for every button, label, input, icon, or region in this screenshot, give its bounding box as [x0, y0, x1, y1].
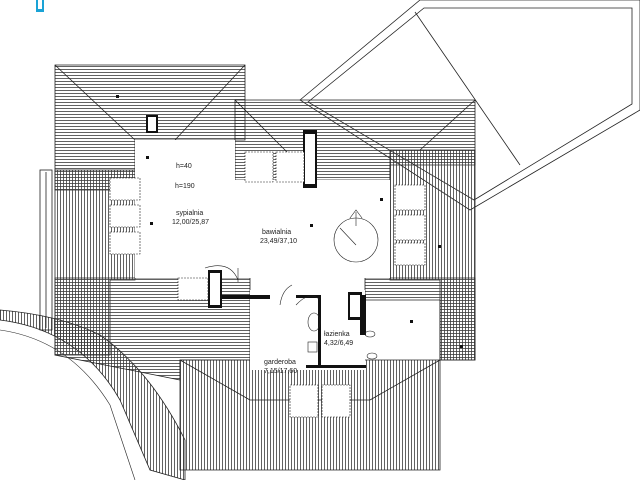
door-arc-icon — [204, 265, 321, 306]
interior-floor — [135, 140, 390, 370]
roof-slopes — [54, 64, 476, 471]
room-area-garderoba: 7,15/17,60 — [264, 368, 297, 375]
room-area-lazienka: 4,32/6,49 — [324, 340, 353, 347]
room-area-bawialnia: 23,49/37,10 — [260, 238, 297, 245]
height-mark-bottom: h=190 — [175, 183, 195, 190]
room-name-lazienka: łazienka — [324, 331, 350, 338]
brand-logo-icon — [36, 0, 44, 12]
radiator-icon — [146, 115, 362, 320]
room-name-sypialnia: sypialnia — [176, 210, 203, 217]
balcony-left — [39, 169, 53, 331]
room-name-bawialnia: bawialnia — [262, 229, 291, 236]
skylights — [109, 151, 426, 418]
marker-dots — [116, 95, 463, 348]
room-area-sypialnia: 12,00/25,87 — [172, 219, 209, 226]
height-mark-top: h=40 — [176, 163, 192, 170]
bathroom-fixtures — [307, 312, 378, 360]
room-name-garderoba: garderoba — [264, 359, 296, 366]
round-table — [333, 209, 379, 263]
